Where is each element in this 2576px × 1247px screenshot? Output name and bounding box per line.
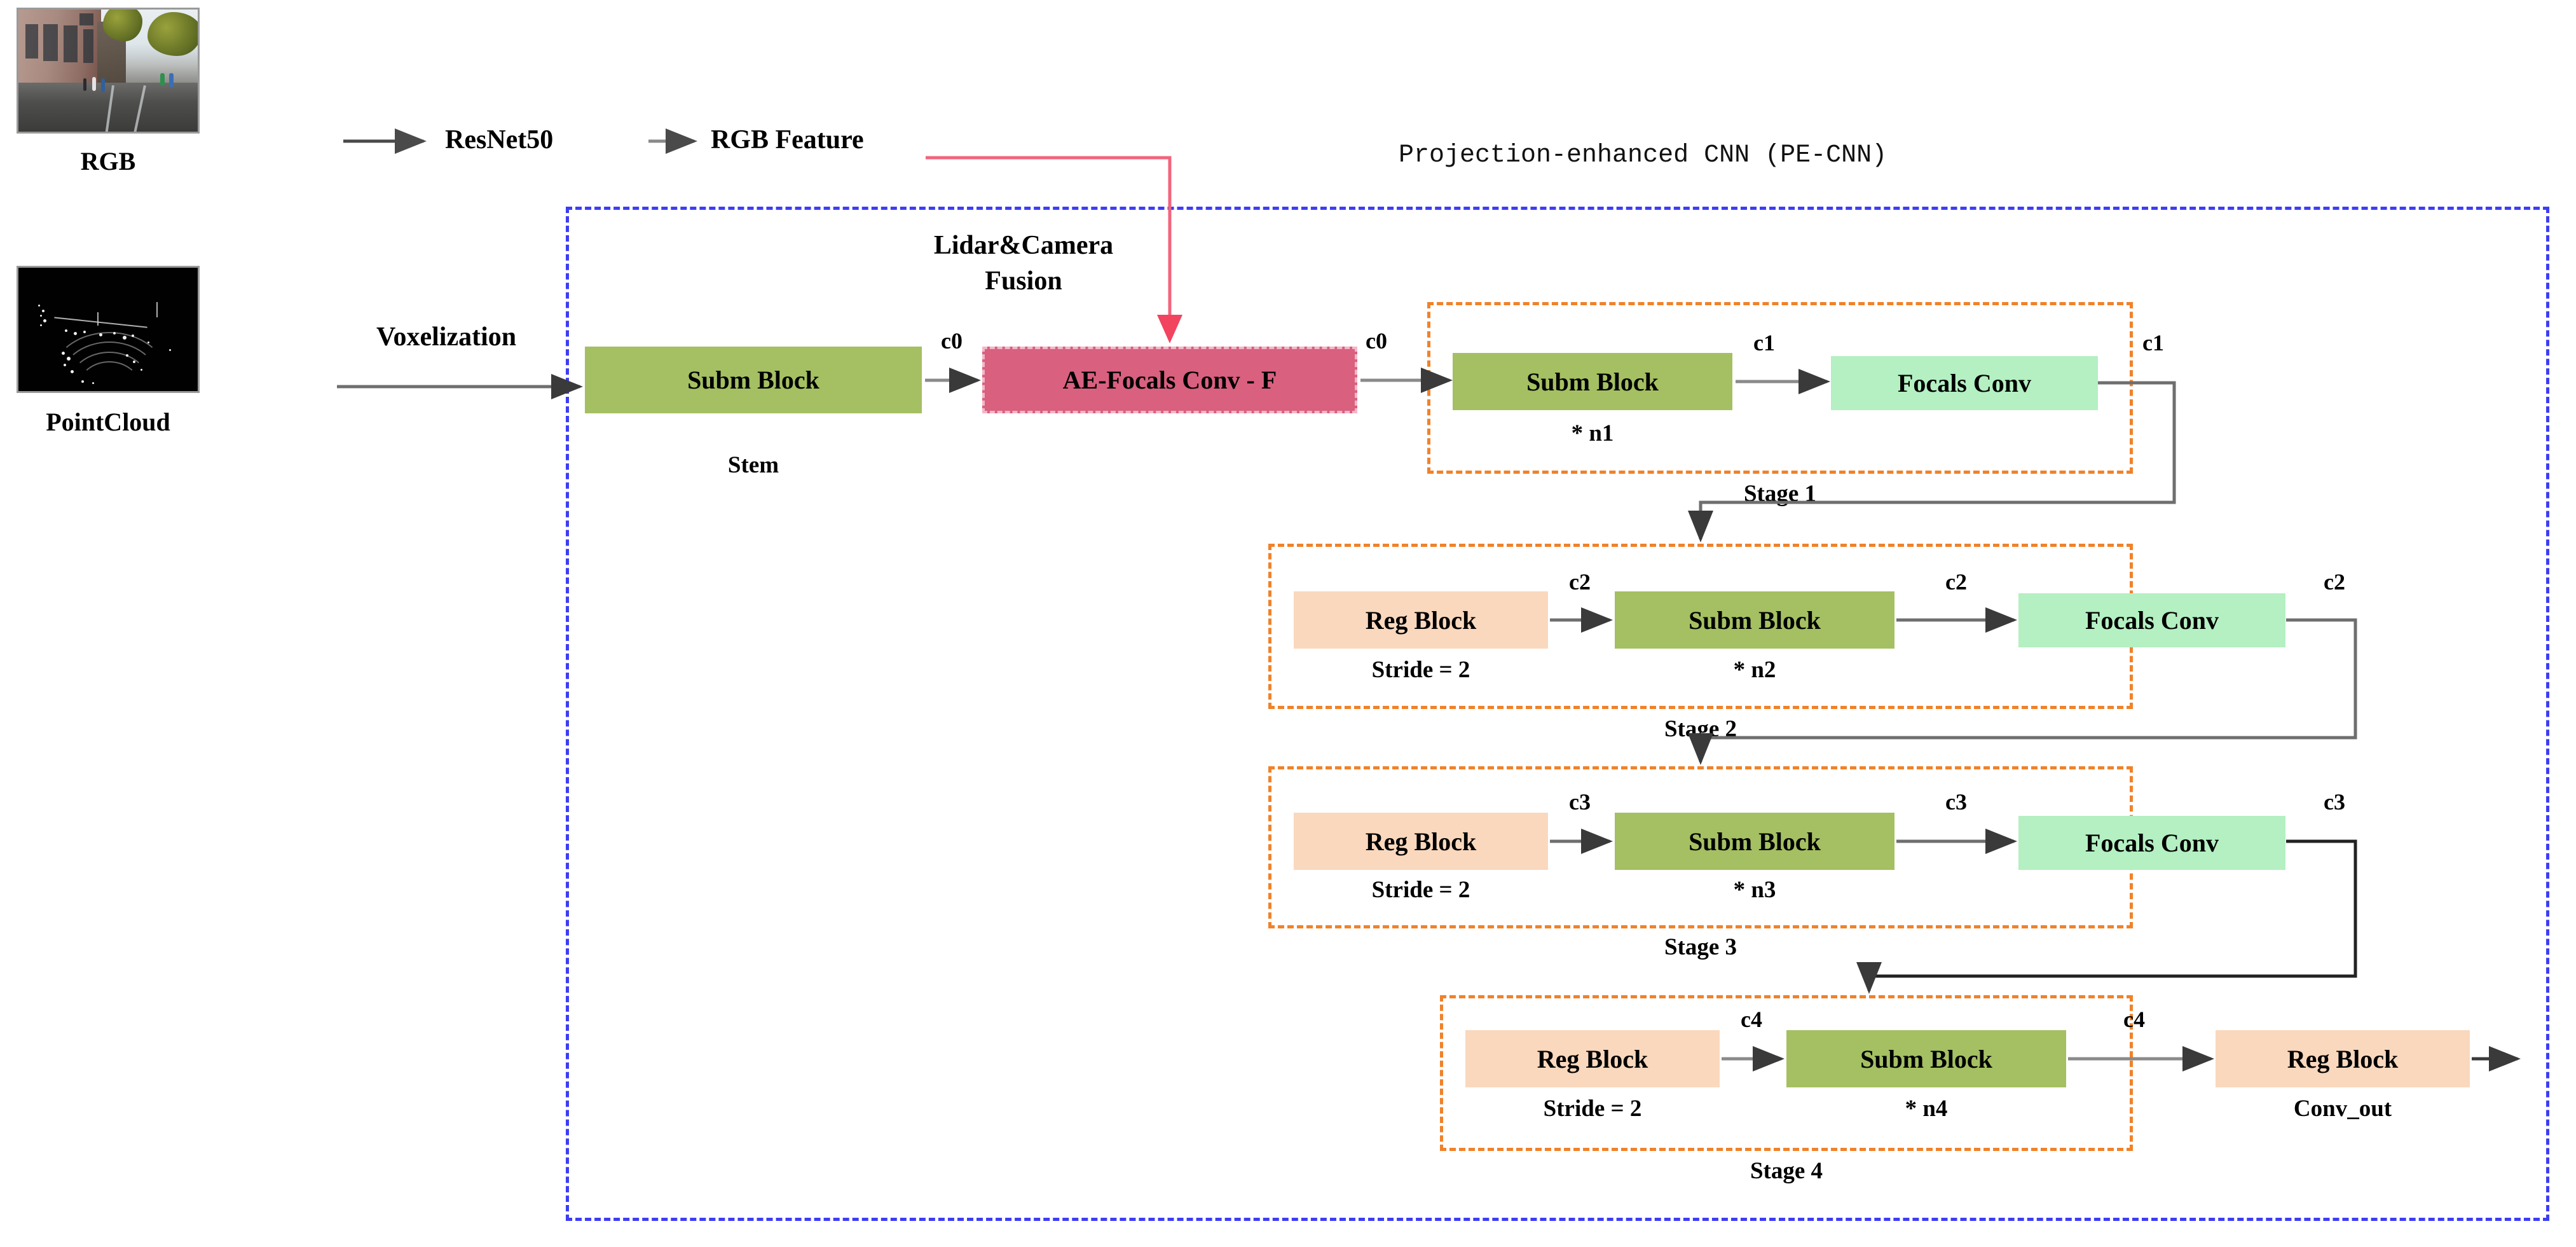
stage-3-focals-conv[interactable]: Focals Conv bbox=[2018, 816, 2285, 870]
stage-3-reg-stride: Stride = 2 bbox=[1371, 877, 1470, 903]
rgb-caption: RGB bbox=[80, 147, 136, 176]
ae-focals-conv-f-block[interactable]: AE-Focals Conv - F bbox=[982, 347, 1357, 413]
stem-caption: Stem bbox=[727, 452, 779, 478]
stage-2-reg-stride: Stride = 2 bbox=[1371, 657, 1470, 683]
stage-3-out-channel-tag: c3 bbox=[2324, 789, 2345, 815]
stage-4-reg-stride: Stride = 2 bbox=[1543, 1096, 1642, 1122]
pointcloud-caption: PointCloud bbox=[46, 408, 170, 436]
stage-1-out-channel-tag: c1 bbox=[2142, 330, 2164, 355]
stage-2-name: Stage 2 bbox=[1664, 716, 1737, 742]
stage-3-reg-block[interactable]: Reg Block bbox=[1294, 813, 1548, 870]
stage-1-name: Stage 1 bbox=[1743, 481, 1817, 507]
stage-1-subm-block[interactable]: Subm Block bbox=[1453, 353, 1732, 410]
conv-out-reg-block[interactable]: Reg Block bbox=[2216, 1030, 2470, 1087]
stage-2-channel-b-tag: c2 bbox=[1945, 569, 1967, 595]
pointcloud-input-image bbox=[17, 266, 200, 393]
stage-4-channel-b-tag: c4 bbox=[2123, 1007, 2145, 1032]
voxelization-label: Voxelization bbox=[376, 322, 517, 352]
stage-1-inner-channel-tag: c1 bbox=[1753, 330, 1775, 355]
stage-2-subm-block[interactable]: Subm Block bbox=[1615, 591, 1894, 649]
rgb-feature-label: RGB Feature bbox=[711, 125, 864, 155]
stage-3-subm-repeat: * n3 bbox=[1733, 877, 1776, 903]
stem-out-channel-tag: c0 bbox=[941, 328, 963, 354]
stage-4-subm-repeat: * n4 bbox=[1905, 1096, 1948, 1122]
stage-1-focals-conv[interactable]: Focals Conv bbox=[1831, 356, 2098, 410]
rgb-input-image bbox=[17, 8, 200, 134]
stage-4-channel-a-tag: c4 bbox=[1741, 1007, 1762, 1032]
stage-4-box bbox=[1440, 995, 2133, 1151]
stage-2-out-channel-tag: c2 bbox=[2324, 569, 2345, 595]
stage-2-subm-repeat: * n2 bbox=[1733, 657, 1776, 683]
stage-3-channel-b-tag: c3 bbox=[1945, 789, 1967, 815]
stem-subm-block[interactable]: Subm Block bbox=[585, 347, 922, 413]
stage-4-name: Stage 4 bbox=[1750, 1158, 1823, 1184]
stage-1-subm-repeat: * n1 bbox=[1571, 420, 1614, 446]
stage-2-focals-conv[interactable]: Focals Conv bbox=[2018, 593, 2285, 647]
conv-out-caption: Conv_out bbox=[2293, 1096, 2392, 1122]
stage-3-channel-a-tag: c3 bbox=[1569, 789, 1591, 815]
stage-2-channel-a-tag: c2 bbox=[1569, 569, 1591, 595]
pe-cnn-container bbox=[566, 207, 2549, 1221]
resnet50-label: ResNet50 bbox=[445, 125, 554, 155]
stage-3-subm-block[interactable]: Subm Block bbox=[1615, 813, 1894, 870]
stage-2-reg-block[interactable]: Reg Block bbox=[1294, 591, 1548, 649]
pe-cnn-title: Projection-enhanced CNN (PE-CNN) bbox=[1399, 141, 1887, 170]
stage-4-subm-block[interactable]: Subm Block bbox=[1786, 1030, 2066, 1087]
stage-4-reg-block[interactable]: Reg Block bbox=[1465, 1030, 1720, 1087]
ae-focals-out-channel-tag: c0 bbox=[1366, 328, 1387, 354]
stage-3-name: Stage 3 bbox=[1664, 934, 1737, 960]
